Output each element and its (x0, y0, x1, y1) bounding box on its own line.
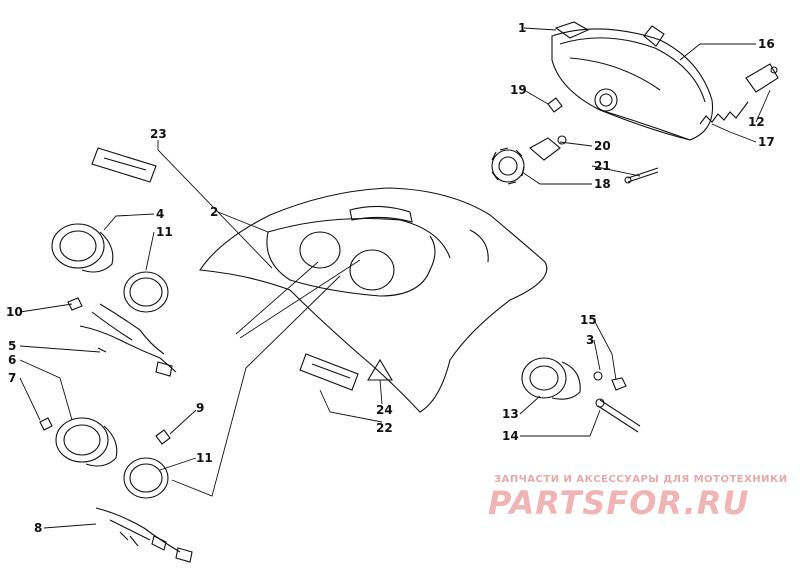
small-screw (547, 97, 563, 113)
bulb-10 (67, 297, 83, 311)
gauge-ring-upper (123, 271, 169, 313)
washer-3 (593, 371, 603, 381)
wire-harness-upper (79, 303, 177, 377)
callout-18: 18 (594, 177, 611, 191)
callout-4: 4 (156, 207, 164, 221)
gauge-opening-left (299, 231, 341, 269)
gauge-ring-lower (123, 457, 169, 499)
wire-harness-lower (95, 507, 193, 563)
bulb-9 (155, 429, 171, 445)
headlight-bulb (529, 135, 567, 161)
adjust-spring (699, 101, 749, 125)
callout-17: 17 (758, 135, 775, 149)
callout-2: 2 (210, 205, 218, 219)
nut-15 (611, 377, 627, 391)
adjust-screw (624, 167, 659, 184)
callout-24: 24 (376, 403, 393, 417)
callout-12: 12 (748, 115, 765, 129)
small-bracket (745, 63, 779, 93)
decal-23 (91, 147, 157, 183)
callout-11-upper: 11 (156, 225, 173, 239)
side-gauge-probe (595, 398, 641, 433)
callout-9: 9 (196, 401, 204, 415)
callout-23: 23 (150, 127, 167, 141)
callout-14: 14 (502, 429, 519, 443)
callout-19: 19 (510, 83, 527, 97)
callout-21: 21 (594, 159, 611, 173)
callout-16: 16 (758, 37, 775, 51)
watermark-logo: PARTSFOR.RU (488, 484, 750, 522)
callout-22: 22 (376, 421, 393, 435)
callout-11-lower: 11 (196, 451, 213, 465)
decal-22 (299, 353, 359, 391)
headlight-housing (551, 21, 714, 141)
callout-8: 8 (34, 521, 42, 535)
leader-lines (19, 27, 771, 529)
callout-7: 7 (8, 371, 16, 385)
gauge-opening-right (349, 249, 395, 291)
callout-6: 6 (8, 353, 16, 367)
decal-24 (367, 358, 393, 381)
callout-20: 20 (594, 139, 611, 153)
hood-dashboard (199, 187, 548, 413)
callout-10: 10 (6, 305, 23, 319)
callout-1: 1 (518, 21, 526, 35)
callout-15: 15 (580, 313, 597, 327)
gauge-upper (51, 223, 114, 273)
callout-5: 5 (8, 339, 16, 353)
watermark-tagline: ЗАПЧАСТИ И АКСЕССУАРЫ ДЛЯ МОТОТЕХНИКИ (494, 474, 788, 485)
screw-7 (39, 417, 53, 431)
gauge-lower (55, 417, 118, 467)
callout-13: 13 (502, 407, 519, 421)
adjuster-ring (491, 147, 525, 185)
callout-labels: 1 16 19 12 20 17 21 18 23 2 4 11 10 5 6 … (6, 21, 775, 535)
side-gauge (521, 357, 581, 400)
callout-3: 3 (586, 333, 594, 347)
headlight-bulb-socket (594, 88, 618, 112)
